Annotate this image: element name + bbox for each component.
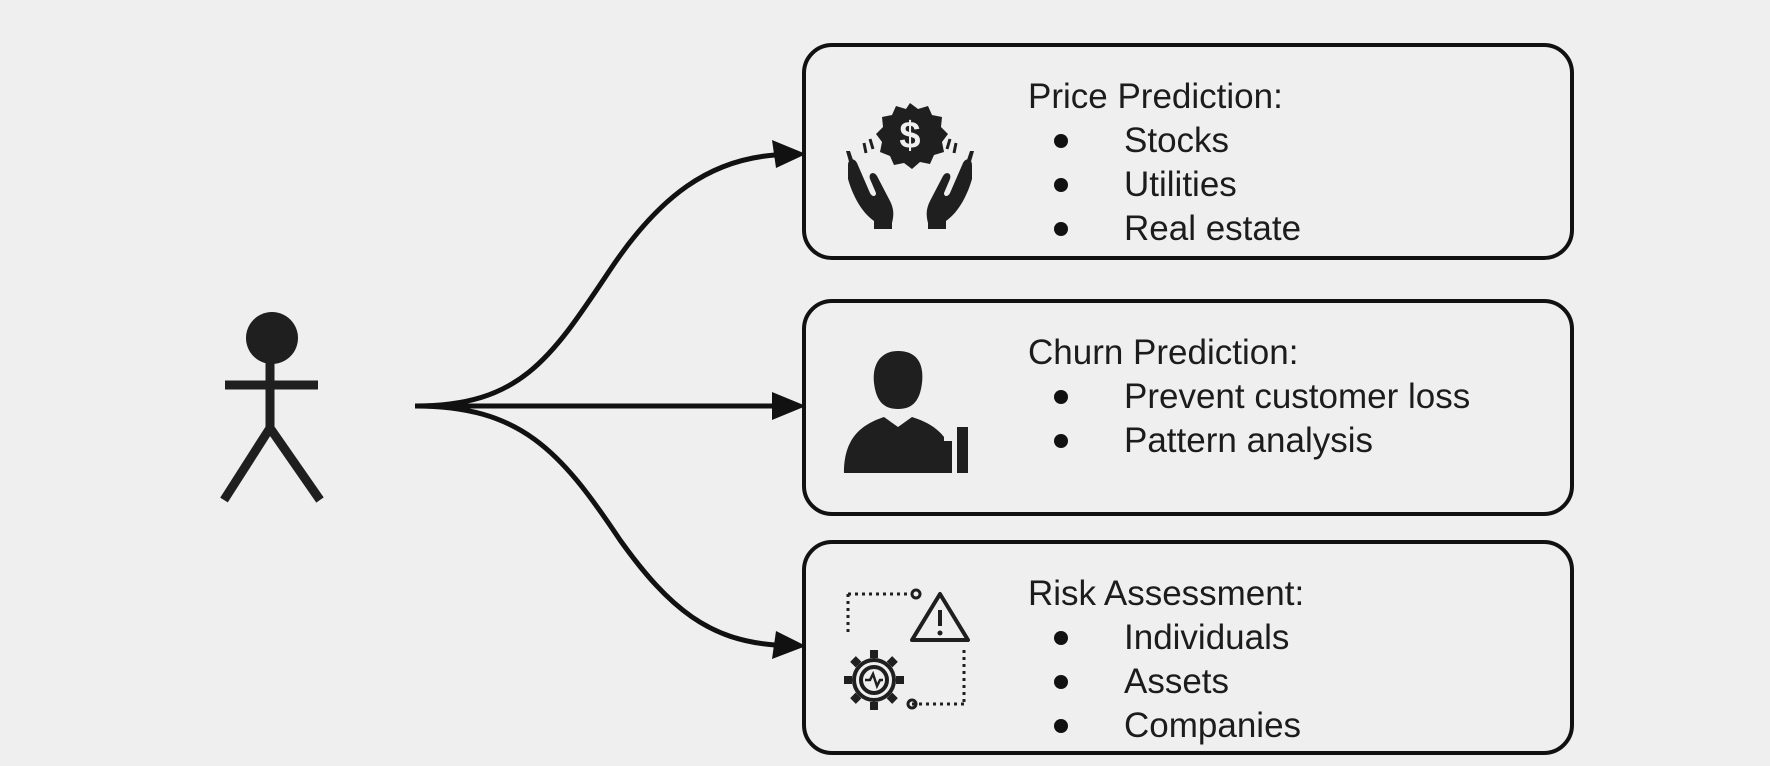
risk-gear-warning-icon — [844, 588, 970, 710]
bullet-icon — [1054, 675, 1068, 689]
bullet-icon — [1054, 178, 1068, 192]
bullet-list: Individuals Assets Companies — [1028, 616, 1304, 748]
card-price-prediction: $ Price Prediction: Stocks Utilities — [802, 43, 1574, 260]
card-text: Risk Assessment: Individuals Assets Comp… — [1028, 572, 1304, 748]
list-item: Real estate — [1028, 207, 1301, 251]
card-text: Churn Prediction: Prevent customer loss … — [1028, 331, 1470, 463]
card-title: Price Prediction: — [1028, 77, 1283, 116]
card-title: Churn Prediction: — [1028, 333, 1299, 372]
bullet-icon — [1054, 719, 1068, 733]
list-item: Individuals — [1028, 616, 1304, 660]
bullet-icon — [1054, 631, 1068, 645]
bullet-list: Stocks Utilities Real estate — [1028, 119, 1301, 251]
list-item: Assets — [1028, 660, 1304, 704]
list-item: Prevent customer loss — [1028, 375, 1470, 419]
arrow-to-risk — [414, 403, 776, 648]
svg-text:$: $ — [899, 115, 920, 157]
list-item: Stocks — [1028, 119, 1301, 163]
card-risk-assessment: Risk Assessment: Individuals Assets Comp… — [802, 540, 1574, 755]
arrowhead-price — [772, 140, 806, 168]
arrowhead-risk — [772, 631, 806, 659]
list-item: Companies — [1028, 704, 1304, 748]
money-hands-icon: $ — [846, 103, 974, 229]
bullet-icon — [1054, 222, 1068, 236]
list-item: Pattern analysis — [1028, 419, 1470, 463]
bullet-list: Prevent customer loss Pattern analysis — [1028, 375, 1470, 463]
bullet-icon — [1054, 390, 1068, 404]
list-item: Utilities — [1028, 163, 1301, 207]
card-title: Risk Assessment: — [1028, 574, 1305, 613]
bullet-icon — [1054, 434, 1068, 448]
arrowhead-churn — [772, 392, 806, 420]
stick-figure-icon — [220, 312, 324, 503]
arrow-to-price — [414, 152, 776, 409]
person-chart-icon — [844, 351, 968, 473]
card-text: Price Prediction: Stocks Utilities Real … — [1028, 75, 1301, 251]
card-churn-prediction: Churn Prediction: Prevent customer loss … — [802, 299, 1574, 516]
bullet-icon — [1054, 134, 1068, 148]
